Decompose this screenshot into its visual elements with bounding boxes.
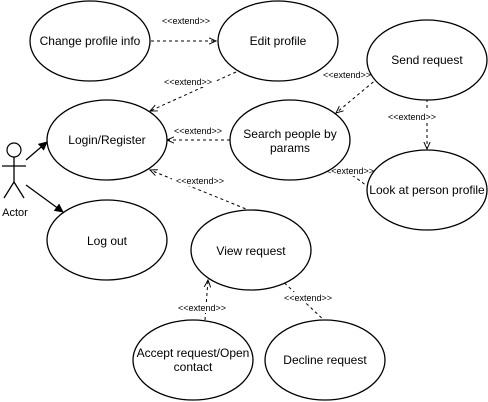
use-case-label: Change profile info xyxy=(40,34,141,48)
use-case-accept-request[interactable]: Accept request/Open contact xyxy=(132,319,254,401)
use-case-view-request[interactable]: View request xyxy=(190,209,312,291)
use-case-label: Log out xyxy=(87,234,128,248)
use-case-change-profile[interactable]: Change profile info xyxy=(29,0,151,82)
extend-view-to-login xyxy=(150,170,252,212)
extend-label-4: <<extend>> xyxy=(323,70,371,80)
use-case-label-line-1: Accept request/Open xyxy=(137,346,250,360)
use-case-label: Edit profile xyxy=(250,34,307,48)
use-case-label: Send request xyxy=(391,53,463,67)
extend-label-7: <<extend>> xyxy=(176,176,224,186)
actor-figure[interactable] xyxy=(2,142,26,199)
use-case-label-line-2: params xyxy=(270,141,310,155)
use-case-label-line-2: contact xyxy=(174,360,213,374)
extend-label-8: <<extend>> xyxy=(178,303,226,313)
extend-accept-to-view xyxy=(205,280,208,321)
use-case-search-people[interactable]: Search people by params xyxy=(229,99,351,181)
use-case-send-request[interactable]: Send request xyxy=(366,19,488,101)
extend-label-5: <<extend>> xyxy=(388,112,436,122)
association-actor-logout xyxy=(25,184,64,213)
extend-labels: <<extend>> <<extend>> <<extend>> <<exten… xyxy=(158,15,440,313)
use-case-label: Login/Register xyxy=(68,133,145,147)
use-case-label-line-1: Search people by xyxy=(243,127,336,141)
use-case-label: View request xyxy=(216,244,286,258)
use-case-decline-request[interactable]: Decline request xyxy=(264,319,386,401)
use-case-log-out[interactable]: Log out xyxy=(46,199,168,281)
extend-edit-to-login xyxy=(150,71,237,111)
extend-send-to-search xyxy=(336,77,379,113)
extend-label-1: <<extend>> xyxy=(162,16,210,26)
actor-label: Actor xyxy=(2,207,28,219)
use-case-label: Decline request xyxy=(283,353,367,367)
extend-label-6: <<extend>> xyxy=(326,166,374,176)
use-case-edit-profile[interactable]: Edit profile xyxy=(217,0,339,82)
use-case-login-register[interactable]: Login/Register xyxy=(46,99,168,181)
actor-head xyxy=(6,142,22,158)
use-case-label: Look at person profile xyxy=(369,183,485,197)
extend-label-3: <<extend>> xyxy=(174,126,222,136)
actor-left-leg xyxy=(3,181,15,199)
association-actor-login xyxy=(25,141,48,161)
use-case-look-at-profile[interactable]: Look at person profile xyxy=(366,149,488,231)
actor-right-leg xyxy=(13,181,25,199)
extend-label-2: <<extend>> xyxy=(164,77,212,87)
extend-label-9: <<extend>> xyxy=(284,293,332,303)
